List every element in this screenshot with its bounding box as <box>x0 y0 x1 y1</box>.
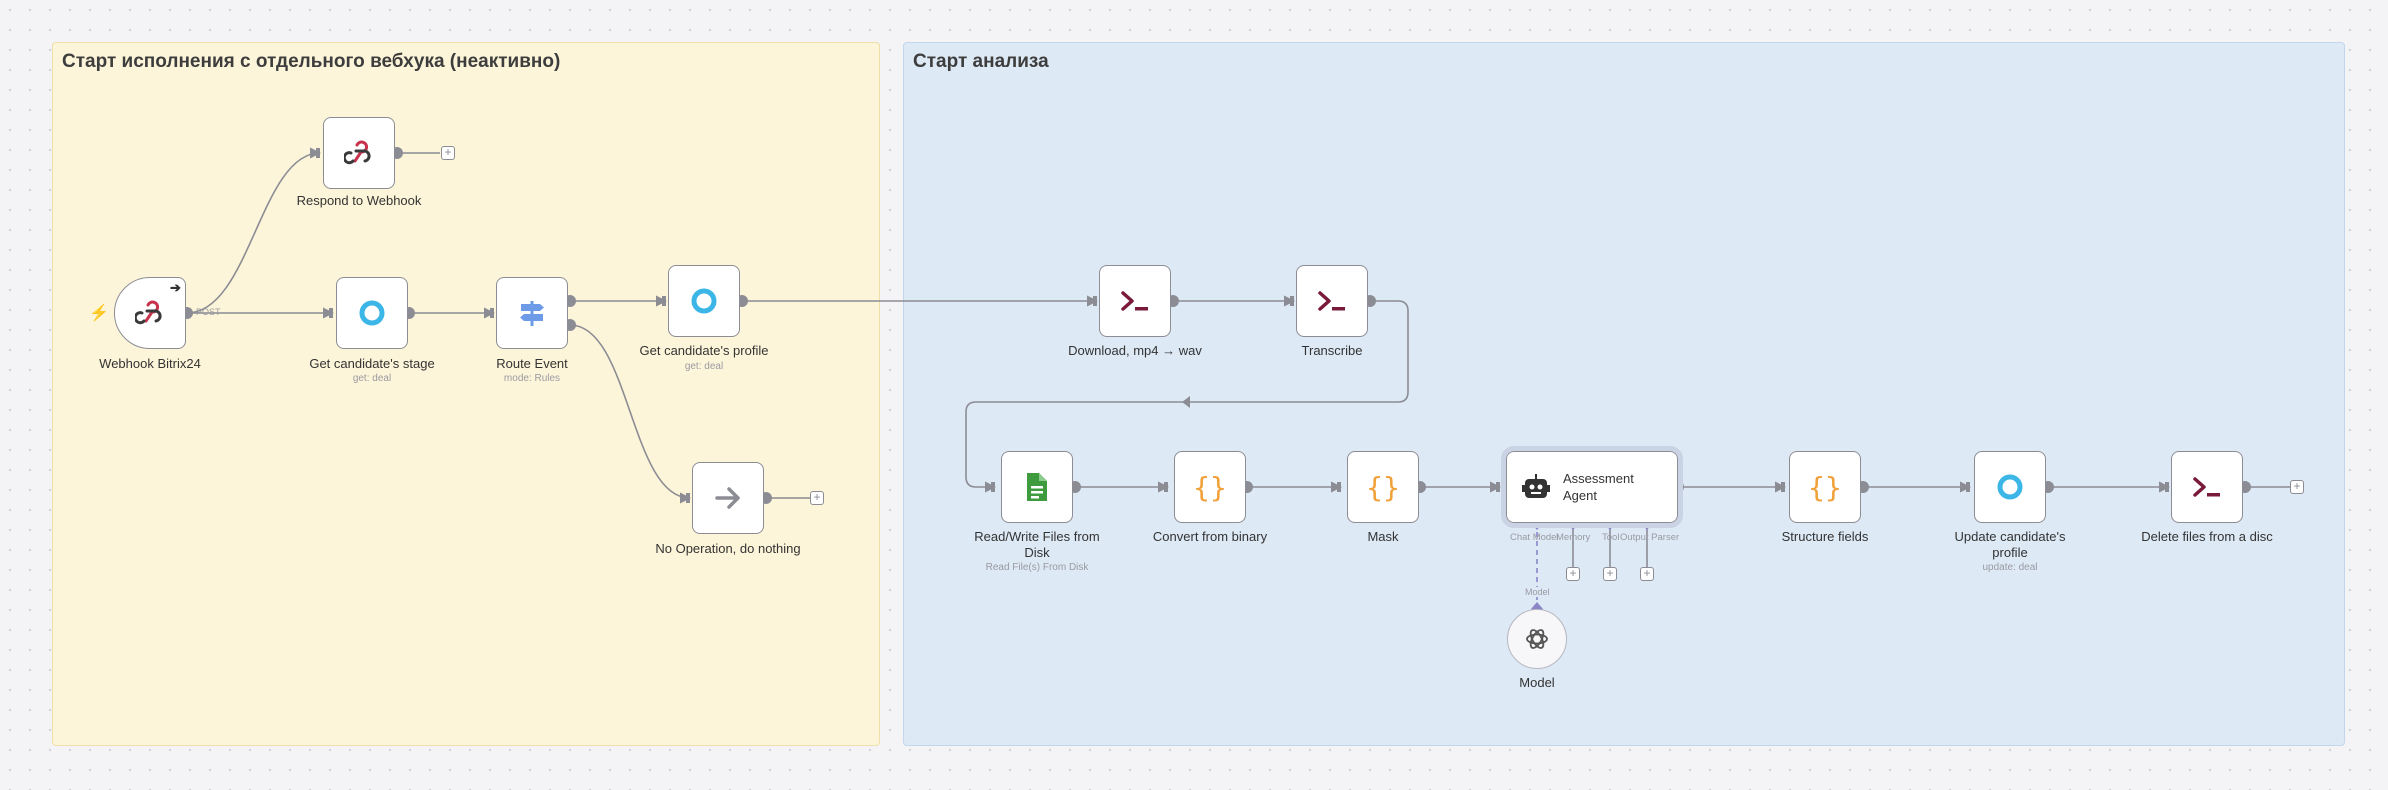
wire-webhook-respond[interactable] <box>186 147 322 314</box>
node-read-write-files[interactable] <box>1001 451 1073 523</box>
node-label: Mask <box>1367 529 1399 544</box>
run-arrow-icon: ➔ <box>170 280 181 295</box>
arrow-right-icon <box>715 487 740 509</box>
node-label: Delete files from a disc <box>2141 529 2273 544</box>
node-sublabel: get: deal <box>352 373 392 384</box>
sticky-note-analysis[interactable]: Старт анализа <box>903 42 2345 746</box>
model-connection-label: Model <box>1524 587 1551 597</box>
add-node-plus-icon[interactable]: + <box>441 146 455 160</box>
node-label: Route Event <box>496 356 568 371</box>
node-sublabel: mode: Rules <box>503 373 561 384</box>
robot-icon <box>1522 474 1550 498</box>
post-connection-label: POST <box>196 307 221 317</box>
node-label: No Operation, do nothing <box>655 541 801 556</box>
node-sublabel: get: deal <box>684 361 724 372</box>
node-assessment-agent[interactable]: Assessment Agent <box>1501 446 1683 528</box>
node-route-event[interactable] <box>496 277 568 349</box>
node-model[interactable] <box>1507 609 1567 669</box>
bitrix-circle-icon <box>359 300 385 326</box>
sticky-title: Старт анализа <box>913 51 1049 72</box>
svg-text:{}: {} <box>1808 471 1842 503</box>
node-sublabel: Read File(s) From Disk <box>985 562 1089 573</box>
add-node-plus-icon[interactable]: + <box>810 491 824 505</box>
add-parser-plus-icon[interactable]: + <box>1640 567 1654 581</box>
signpost-icon <box>520 301 544 326</box>
wire-mid-arrow <box>1182 396 1190 408</box>
node-label: Get candidate's stage <box>309 356 435 371</box>
node-label: Download, mp4 → wav <box>1068 343 1202 358</box>
node-label: Get candidate's profile <box>639 343 769 358</box>
braces-icon: {} <box>1193 471 1227 503</box>
terminal-icon <box>1121 291 1148 311</box>
port-label-memory: Memory <box>1556 532 1591 543</box>
node-structure-fields[interactable]: {} <box>1789 451 1861 523</box>
node-label: Update candidate's profile <box>1954 529 2066 560</box>
node-transcribe[interactable] <box>1296 265 1368 337</box>
node-update-candidates-profile[interactable] <box>1974 451 2046 523</box>
add-memory-plus-icon[interactable]: + <box>1566 567 1580 581</box>
node-no-operation[interactable] <box>692 462 764 534</box>
port-label-output-parser: Output Parser <box>1620 532 1680 543</box>
node-label: Convert from binary <box>1152 529 1268 544</box>
terminal-icon <box>2193 477 2220 497</box>
bitrix-circle-icon <box>691 288 717 314</box>
node-label: Respond to Webhook <box>296 193 422 208</box>
sticky-note-inactive-webhook[interactable]: Старт исполнения с отдельного вебхука (н… <box>52 42 880 746</box>
braces-icon: {} <box>1366 471 1400 503</box>
node-delete-files[interactable] <box>2171 451 2243 523</box>
braces-icon: {} <box>1808 471 1842 503</box>
node-label: Webhook Bitrix24 <box>99 356 201 371</box>
node-get-candidates-profile[interactable] <box>668 265 740 337</box>
webhook-icon <box>344 140 371 165</box>
node-label: Read/Write Files from Disk <box>974 529 1100 560</box>
node-label: Transcribe <box>1301 343 1363 358</box>
trigger-bolt-icon: ⚡ <box>89 305 109 322</box>
node-download-mp4-wav[interactable] <box>1099 265 1171 337</box>
svg-text:{}: {} <box>1366 471 1400 503</box>
file-icon <box>1027 473 1047 501</box>
sticky-title: Старт исполнения с отдельного вебхука (н… <box>62 51 561 72</box>
openai-icon <box>1526 629 1548 649</box>
node-label: Model <box>1519 675 1555 690</box>
add-node-plus-icon[interactable]: + <box>2290 480 2304 494</box>
terminal-icon <box>1318 291 1345 311</box>
node-get-candidates-stage[interactable] <box>336 277 408 349</box>
wire-route-noop[interactable] <box>569 324 692 504</box>
port-label-tool: Tool <box>1602 532 1620 543</box>
add-tool-plus-icon[interactable]: + <box>1603 567 1617 581</box>
node-respond-to-webhook[interactable] <box>323 117 395 189</box>
node-convert-from-binary[interactable]: {} <box>1174 451 1246 523</box>
webhook-icon <box>135 300 162 325</box>
node-label: Structure fields <box>1781 529 1869 544</box>
node-mask[interactable]: {} <box>1347 451 1419 523</box>
node-sublabel: update: deal <box>1982 562 2038 573</box>
svg-text:{}: {} <box>1193 471 1227 503</box>
node-label: Assessment Agent <box>1563 471 1634 503</box>
port-label-chat-model: Chat Model <box>1510 532 1559 543</box>
bitrix-circle-icon <box>1997 474 2023 500</box>
node-webhook-bitrix24[interactable]: ➔ <box>114 277 186 349</box>
